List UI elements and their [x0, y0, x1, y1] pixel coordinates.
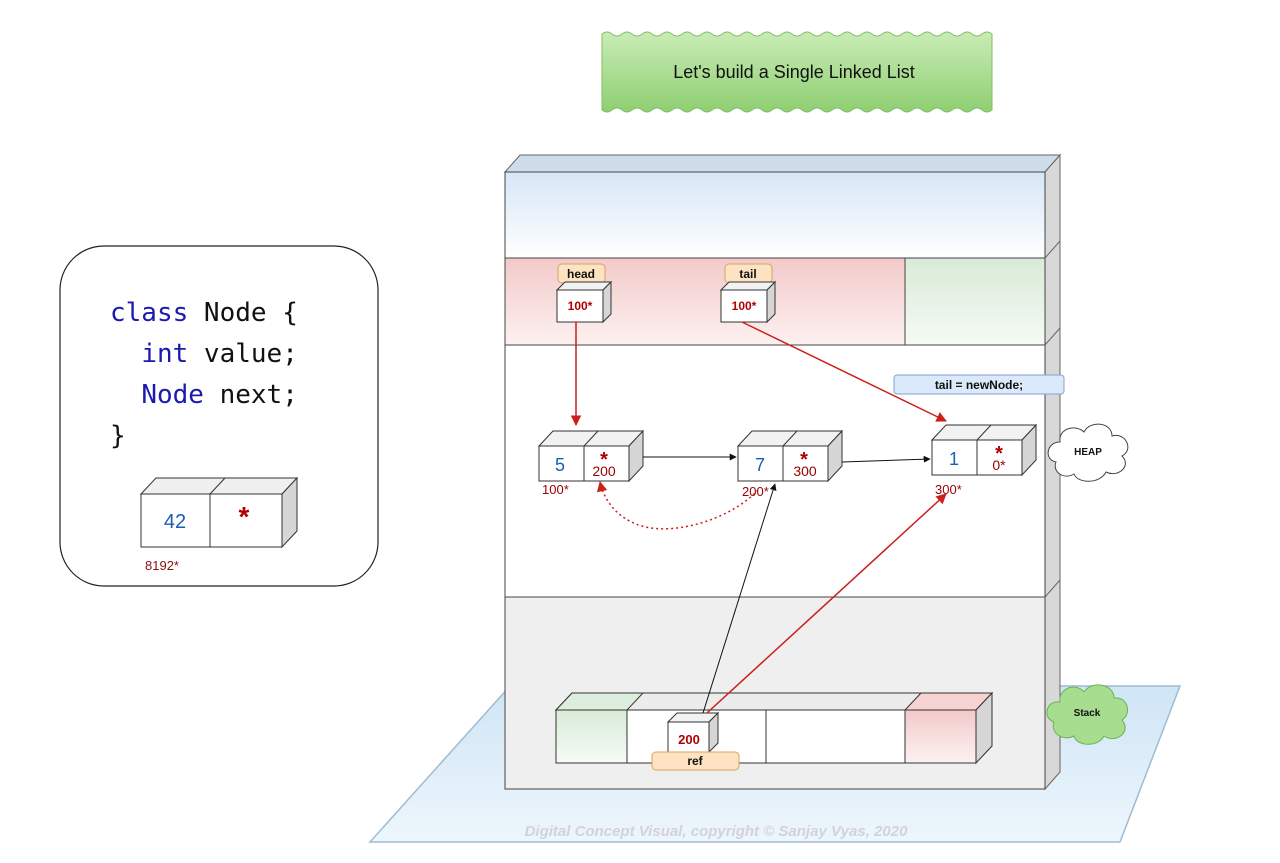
- pointer-arrows: [570, 321, 947, 714]
- diagram-title: Let's build a Single Linked List: [673, 62, 915, 82]
- node-3-address: 300*: [935, 482, 962, 497]
- tail-value: 100*: [732, 299, 757, 313]
- node2-next-arrow: [841, 455, 931, 463]
- node-3-value: 1: [949, 449, 959, 469]
- tail-arrow: [741, 321, 947, 422]
- heap-cloud: HEAP: [1047, 423, 1129, 482]
- list-node-1: 5 * 200 100*: [537, 429, 645, 497]
- ref-to-node2-arrow: [702, 483, 777, 714]
- node-2-next: 300: [793, 463, 817, 479]
- stack-label: Stack: [1074, 708, 1101, 719]
- node-1-address: 100*: [542, 482, 569, 497]
- node-1-value: 5: [555, 455, 565, 475]
- ref-to-node3-arrow: [706, 493, 947, 714]
- node-1-star: *: [600, 449, 608, 471]
- code-line-2: int value;: [110, 339, 298, 369]
- node-3-next: 0*: [992, 457, 1006, 473]
- head-label: head: [567, 267, 595, 281]
- head-variable: head 100*: [555, 263, 613, 324]
- ref-value: 200: [678, 732, 700, 747]
- sample-node-address: 8192*: [145, 558, 179, 573]
- code-line-1: class Node {: [110, 298, 298, 328]
- title-banner: Let's build a Single Linked List: [601, 31, 993, 113]
- head-value: 100*: [568, 299, 593, 313]
- node-2-value: 7: [755, 455, 765, 475]
- node-2-star: *: [800, 449, 808, 471]
- code-line-4: }: [110, 421, 126, 451]
- node-class-card: class Node { int value; Node next; } 42 …: [59, 245, 379, 587]
- node-3-star: *: [995, 443, 1003, 465]
- ref-label: ref: [687, 754, 703, 768]
- stack-cloud: Stack: [1046, 684, 1129, 745]
- tail-variable: tail 100*: [719, 263, 777, 324]
- code-line-3: Node next;: [110, 380, 298, 410]
- ref-variable: 200 ref: [651, 711, 740, 771]
- stack-frame: [554, 691, 994, 765]
- tail-assign-text: tail = newNode;: [935, 378, 1023, 392]
- tail-assign-note: tail = newNode;: [893, 374, 1065, 395]
- node-1-next: 200: [592, 463, 616, 479]
- node-2-address: 200*: [742, 484, 769, 499]
- tail-label: tail: [739, 267, 756, 281]
- list-node-3: 1 * 0* 300*: [930, 423, 1038, 497]
- list-node-2: 7 * 300 200*: [736, 429, 844, 499]
- heap-label: HEAP: [1074, 447, 1102, 458]
- copyright-watermark: Digital Concept Visual, copyright © Sanj…: [525, 823, 909, 840]
- sample-node-pointer: *: [239, 501, 250, 532]
- sample-node: 42 * 8192*: [139, 476, 299, 573]
- sample-node-value: 42: [164, 511, 186, 533]
